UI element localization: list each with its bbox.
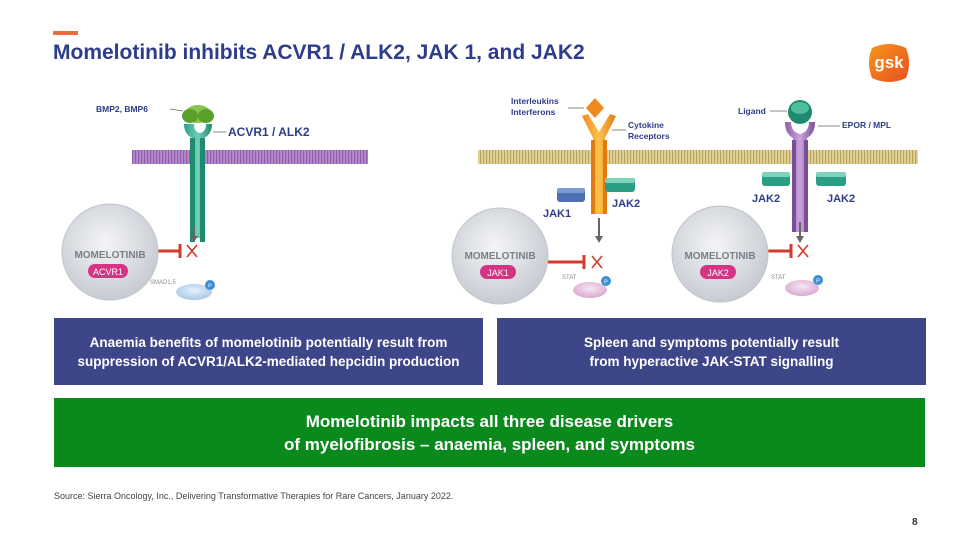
momelotinib-cell-right <box>671 205 769 303</box>
page-title: Momelotinib inhibits ACVR1 / ALK2, JAK 1… <box>53 41 585 64</box>
kinase-label-right-2: JAK2 <box>827 193 855 205</box>
drivers-box-line-1: Momelotinib impacts all three disease dr… <box>305 411 674 431</box>
ligand-label-left: BMP2, BMP6 <box>96 104 148 114</box>
target-badge-right: JAK2 <box>707 268 729 278</box>
ligand-label-right: Ligand <box>738 106 766 116</box>
title-accent-bar <box>53 31 78 35</box>
phospho-middle: P <box>604 280 608 286</box>
interleukin-ligand <box>586 98 604 118</box>
phospho-left: P <box>208 284 212 290</box>
stat-substrate-right <box>785 280 819 296</box>
phospho-right: P <box>816 279 820 285</box>
receptor-label-right: EPOR / MPL <box>842 120 891 130</box>
target-badge-middle: JAK1 <box>487 268 509 278</box>
cytokine-receptor <box>582 114 616 214</box>
ligand-label-middle-2: Interferons <box>511 107 556 117</box>
receptor-label-middle-1: Cytokine <box>628 120 664 130</box>
cell-membrane-right <box>478 150 918 164</box>
stat-substrate-middle <box>573 282 607 298</box>
source-citation: Source: Sierra Oncology, Inc., Deliverin… <box>54 491 454 501</box>
kinase-label-middle-1: JAK1 <box>543 208 571 220</box>
drug-label-middle: MOMELOTINIB <box>464 251 535 262</box>
receptor-label-middle-2: Receptors <box>628 131 670 141</box>
gsk-logo: gsk <box>869 44 909 82</box>
drivers-box-line-2: of myelofibrosis – anaemia, spleen, and … <box>284 434 695 454</box>
acvr1-receptor <box>184 124 212 238</box>
ligand-label-middle-1: Interleukins <box>511 96 559 106</box>
spleen-box-line-2: from hyperactive JAK-STAT signalling <box>589 353 834 369</box>
anaemia-box-line-1: Anaemia benefits of momelotinib potentia… <box>89 334 448 350</box>
page-number: 8 <box>912 517 918 528</box>
signalling-diagram: BMP2, BMP6 ACVR1 / ALK2 MOMELOTINIB ACVR… <box>61 96 918 305</box>
logo-text: gsk <box>874 53 904 72</box>
momelotinib-cell-middle <box>451 207 549 305</box>
kinase-label-right-1: JAK2 <box>752 193 780 205</box>
drug-label-left: MOMELOTINIB <box>74 250 145 261</box>
substrate-label-left: SMAD1,5 <box>150 280 176 286</box>
anaemia-box-line-2: suppression of ACVR1/ALK2-mediated hepci… <box>77 353 460 369</box>
epor-mpl-receptor <box>785 122 815 232</box>
cell-membrane-left <box>132 150 368 164</box>
smad-substrate <box>176 284 212 300</box>
spleen-box-line-1: Spleen and symptoms potentially result <box>583 334 840 350</box>
disease-drivers-box: Momelotinib impacts all three disease dr… <box>54 398 925 467</box>
kinase-label-middle-2: JAK2 <box>612 198 640 210</box>
anaemia-benefit-box: Anaemia benefits of momelotinib potentia… <box>54 318 483 385</box>
target-badge-left: ACVR1 <box>93 267 123 277</box>
substrate-label-right: STAT <box>771 275 786 281</box>
spleen-symptoms-box: Spleen and symptoms potentially result f… <box>497 318 926 385</box>
substrate-label-middle: STAT <box>562 275 577 281</box>
receptor-label-left: ACVR1 / ALK2 <box>228 125 310 139</box>
drug-label-right: MOMELOTINIB <box>684 251 755 262</box>
momelotinib-cell-left <box>61 203 159 301</box>
